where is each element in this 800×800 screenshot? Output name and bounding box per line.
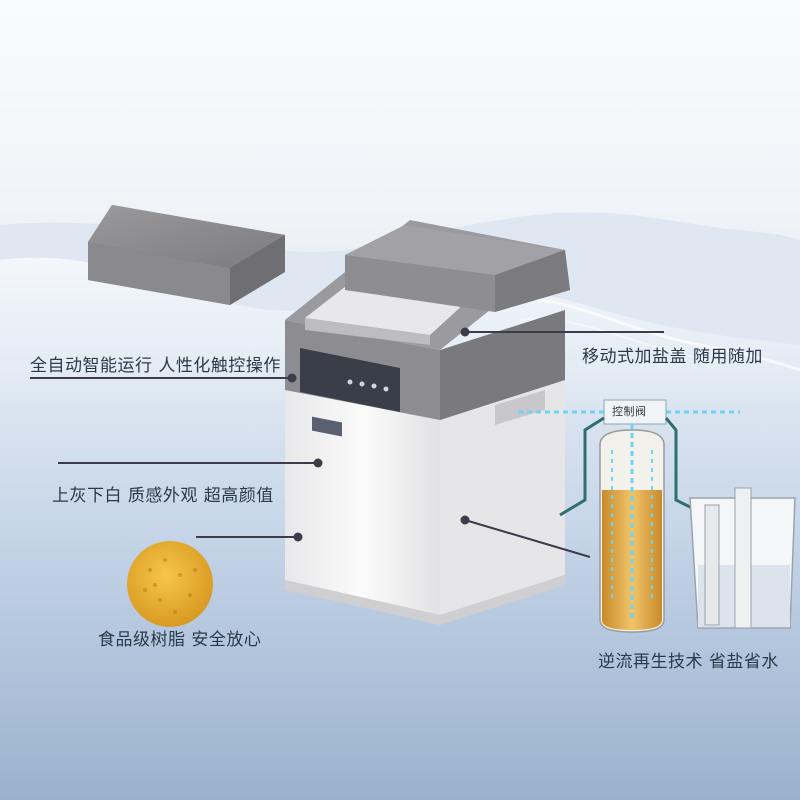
regeneration-label: 逆流再生技术 省盐省水 — [598, 652, 779, 672]
lid-label: 移动式加盐盖 随用随加 — [582, 347, 763, 367]
callout-pointers — [30, 327, 664, 558]
appearance-label: 上灰下白 质感外观 超高颜值 — [52, 486, 274, 506]
resin-sample-image — [127, 541, 213, 627]
auto-operation-label: 全自动智能运行 人性化触控操作 — [30, 356, 281, 376]
water-softener-device — [285, 220, 570, 625]
removable-lid — [88, 205, 285, 305]
resin-label: 食品级树脂 安全放心 — [98, 630, 262, 650]
water-surface-lines — [499, 296, 800, 372]
control-valve-box — [603, 399, 667, 425]
regeneration-diagram — [518, 399, 796, 633]
control-valve-label: 控制阀 — [612, 405, 647, 418]
